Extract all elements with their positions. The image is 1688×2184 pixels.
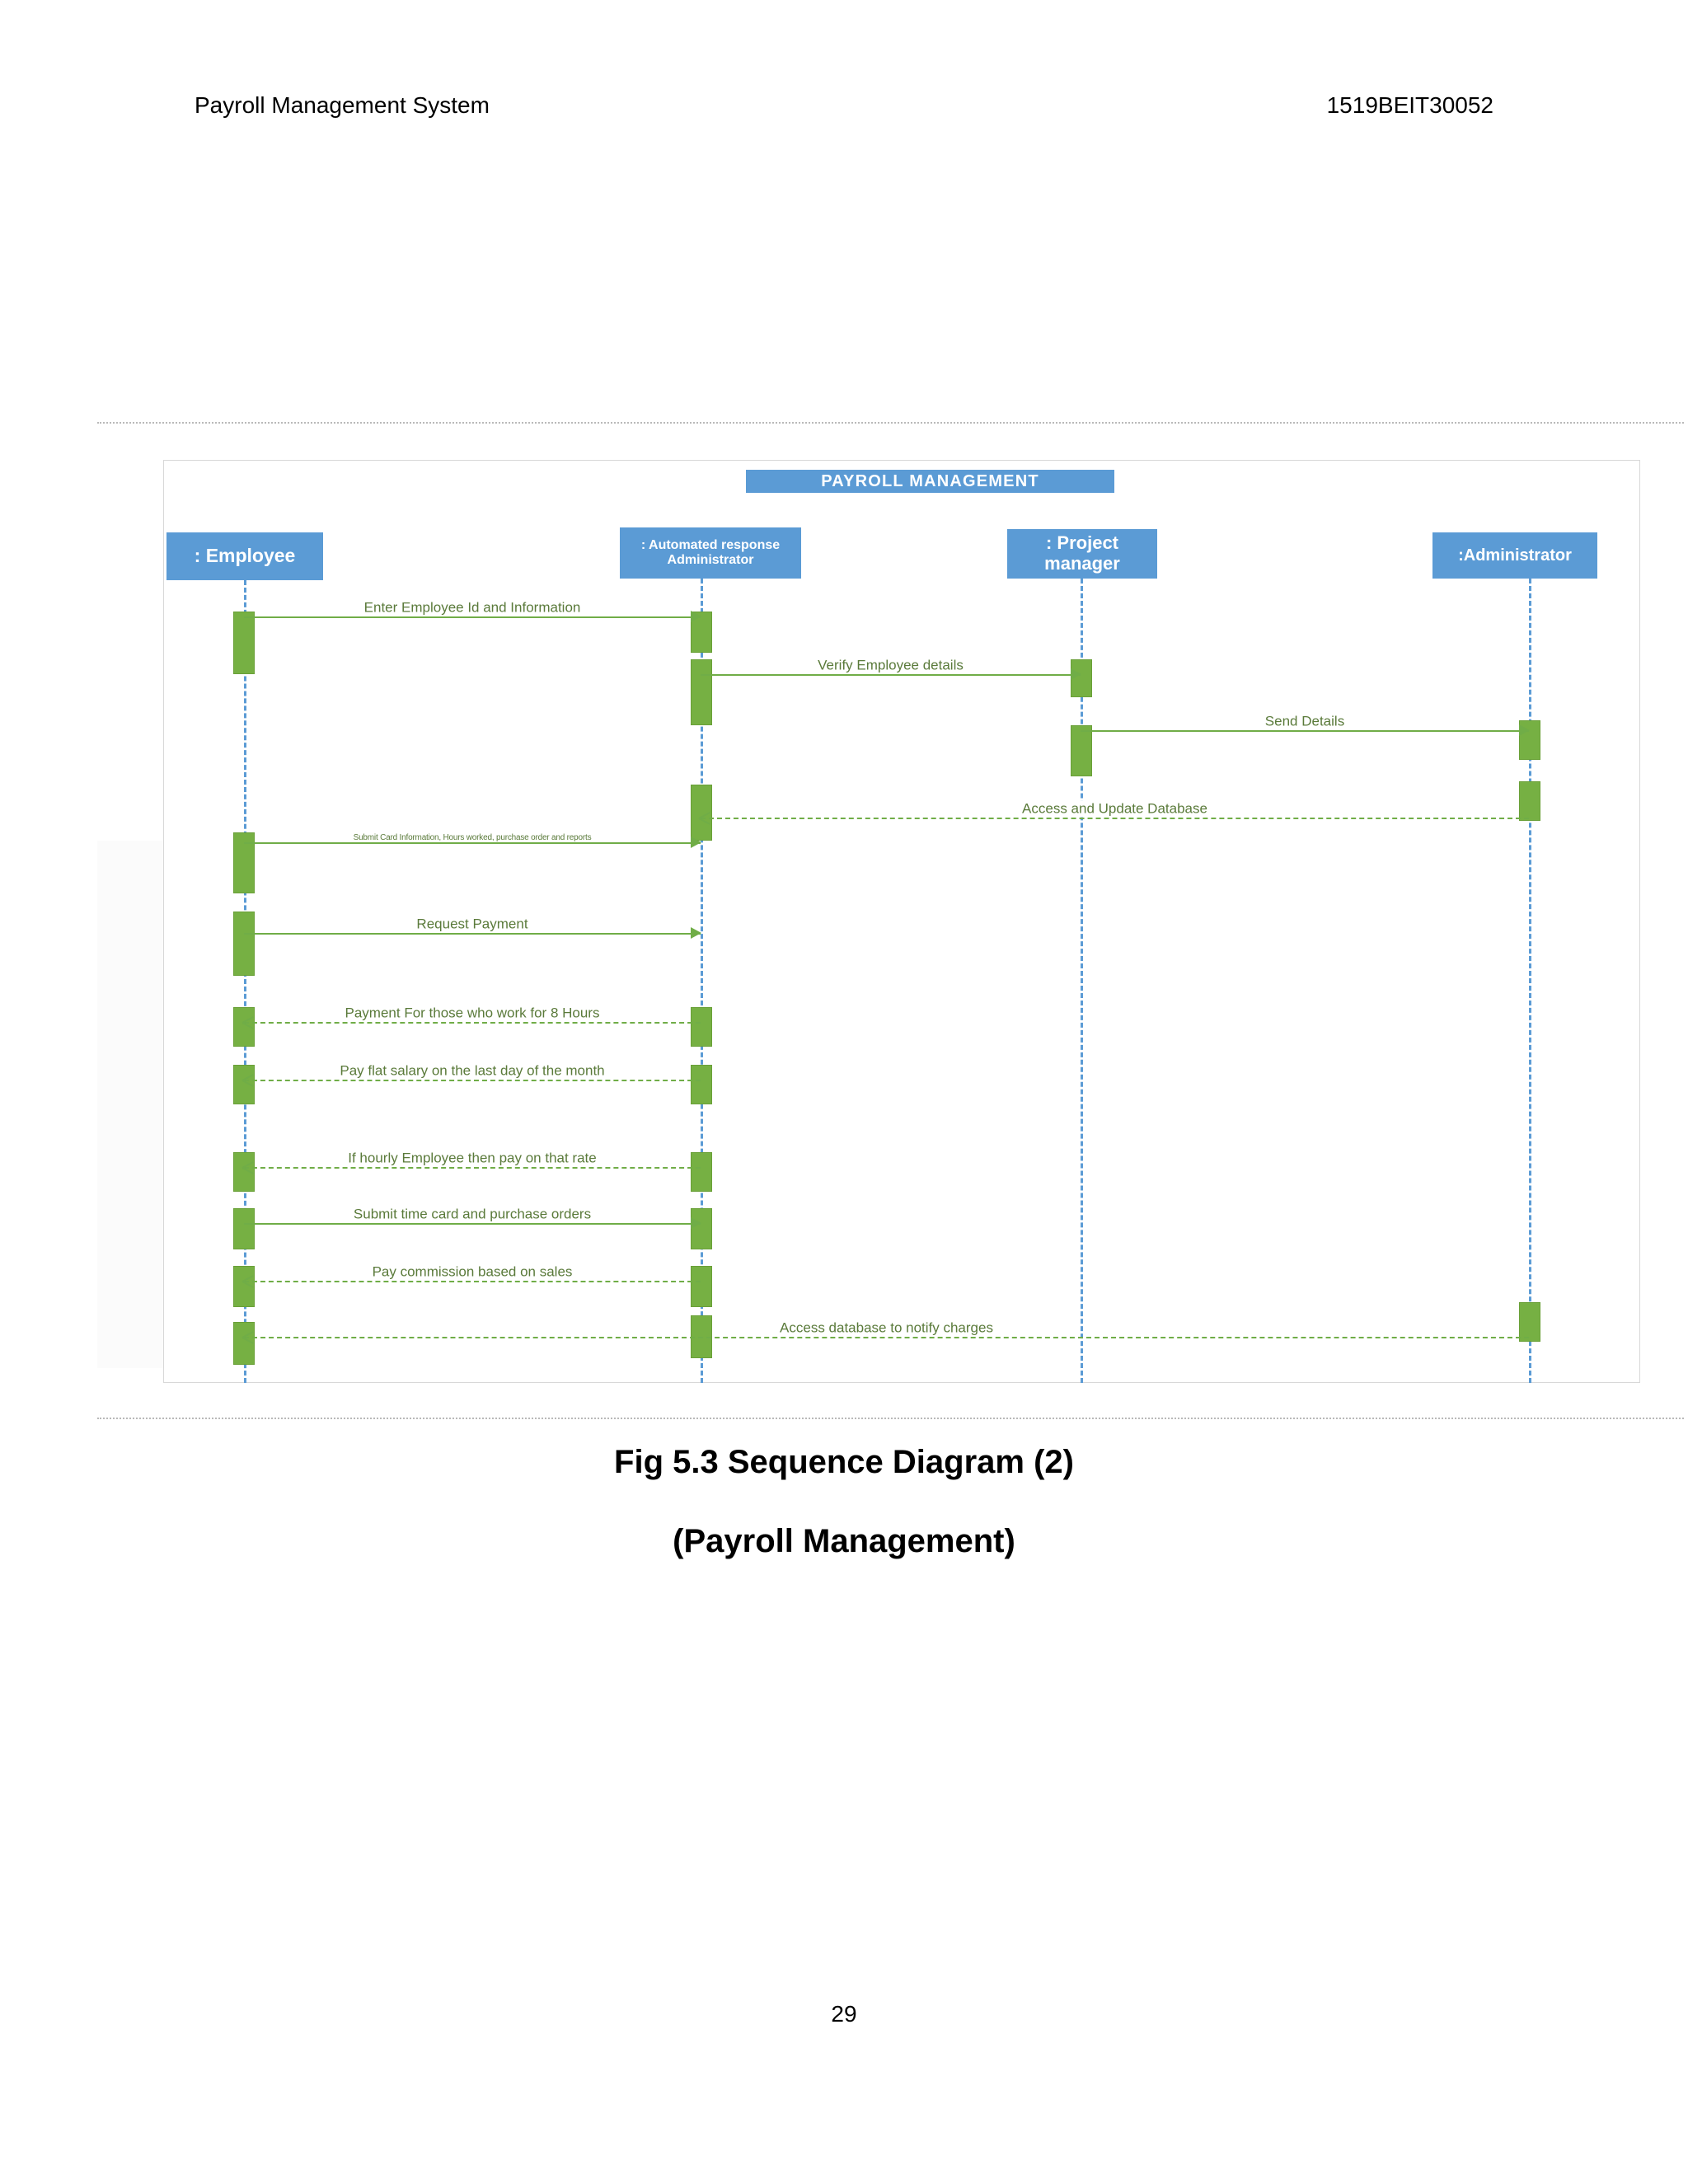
activation-bar bbox=[233, 1208, 255, 1249]
arrow-head-left-icon bbox=[699, 812, 710, 823]
lifeline-line-automated-response-administrator bbox=[701, 579, 703, 1383]
activation-bar bbox=[691, 1266, 712, 1307]
figure-caption-line-1: Fig 5.3 Sequence Diagram (2) bbox=[614, 1444, 1074, 1480]
message-line bbox=[244, 842, 701, 844]
lifeline-label-employee: : Employee bbox=[194, 545, 296, 567]
message-line bbox=[244, 1080, 701, 1081]
message-label: Request Payment bbox=[411, 916, 533, 933]
message-label: Verify Employee details bbox=[813, 657, 968, 674]
lifeline-head-employee[interactable]: : Employee bbox=[166, 532, 323, 580]
message-label: Access database to notify charges bbox=[775, 1319, 998, 1337]
message-label: Payment For those who work for 8 Hours bbox=[340, 1005, 605, 1022]
lifeline-line-project-manager bbox=[1081, 579, 1083, 1383]
enrollment-id: 1519BEIT30052 bbox=[1326, 92, 1493, 118]
lifeline-label-automated-response-administrator: : Automated response Administrator bbox=[640, 538, 781, 567]
arrow-head-right-icon bbox=[691, 611, 701, 622]
activation-bar bbox=[691, 612, 712, 653]
diagram-canvas bbox=[163, 460, 1640, 1383]
document-title: Payroll Management System bbox=[195, 92, 490, 118]
message-line bbox=[701, 818, 1529, 819]
activation-bar bbox=[1519, 781, 1540, 821]
message-label: Submit Card Information, Hours worked, p… bbox=[348, 832, 597, 842]
lifeline-head-automated-response-administrator[interactable]: : Automated response Administrator bbox=[620, 527, 801, 579]
diagram-title-banner: PAYROLL MANAGEMENT bbox=[746, 470, 1114, 493]
message-line bbox=[244, 616, 701, 618]
message-line bbox=[244, 933, 701, 935]
arrow-head-right-icon bbox=[1071, 668, 1081, 680]
message-line bbox=[244, 1337, 1529, 1338]
message-line bbox=[244, 1281, 701, 1282]
figure-caption-line-2: (Payroll Management) bbox=[673, 1523, 1015, 1559]
arrow-head-right-icon bbox=[691, 837, 701, 848]
message-label: If hourly Employee then pay on that rate bbox=[343, 1150, 602, 1167]
message-label: Pay commission based on sales bbox=[367, 1263, 578, 1281]
arrow-head-left-icon bbox=[242, 1275, 254, 1286]
message-line bbox=[244, 1167, 701, 1169]
arrow-head-left-icon bbox=[242, 1161, 254, 1173]
message-line bbox=[244, 1022, 701, 1024]
page-number: 29 bbox=[831, 2001, 857, 2027]
activation-bar bbox=[1071, 725, 1092, 776]
message-line bbox=[1081, 730, 1529, 732]
message-line bbox=[701, 674, 1081, 676]
activation-bar bbox=[1519, 1302, 1540, 1342]
arrow-head-left-icon bbox=[242, 1331, 254, 1343]
activation-bar bbox=[691, 1152, 712, 1192]
message-label: Pay flat salary on the last day of the m… bbox=[335, 1062, 610, 1080]
lifeline-head-project-manager[interactable]: : Project manager bbox=[1007, 529, 1157, 579]
page-edge-shade bbox=[97, 841, 163, 1368]
page-header: Payroll Management System 1519BEIT30052 bbox=[195, 92, 1493, 119]
activation-bar bbox=[691, 1208, 712, 1249]
message-line bbox=[244, 1223, 701, 1225]
lifeline-line-administrator bbox=[1529, 579, 1531, 1383]
message-label: Access and Update Database bbox=[1017, 800, 1212, 818]
activation-bar bbox=[691, 659, 712, 725]
activation-bar bbox=[691, 1007, 712, 1047]
activation-bar bbox=[233, 912, 255, 976]
message-label: Enter Employee Id and Information bbox=[359, 599, 586, 616]
arrow-head-right-icon bbox=[691, 1217, 701, 1229]
arrow-head-right-icon bbox=[1519, 724, 1530, 736]
arrow-head-left-icon bbox=[242, 1016, 254, 1028]
lifeline-head-administrator[interactable]: :Administrator bbox=[1432, 532, 1597, 579]
activation-bar bbox=[691, 1065, 712, 1104]
activation-bar bbox=[233, 1322, 255, 1365]
message-label: Submit time card and purchase orders bbox=[348, 1206, 597, 1223]
lifeline-line-employee bbox=[244, 580, 246, 1383]
message-label: Send Details bbox=[1259, 713, 1350, 730]
activation-bar bbox=[233, 612, 255, 674]
arrow-head-left-icon bbox=[242, 1074, 254, 1085]
arrow-head-right-icon bbox=[691, 927, 701, 939]
lifeline-label-project-manager: : Project manager bbox=[1044, 532, 1120, 574]
lifeline-label-administrator: :Administrator bbox=[1458, 546, 1572, 565]
